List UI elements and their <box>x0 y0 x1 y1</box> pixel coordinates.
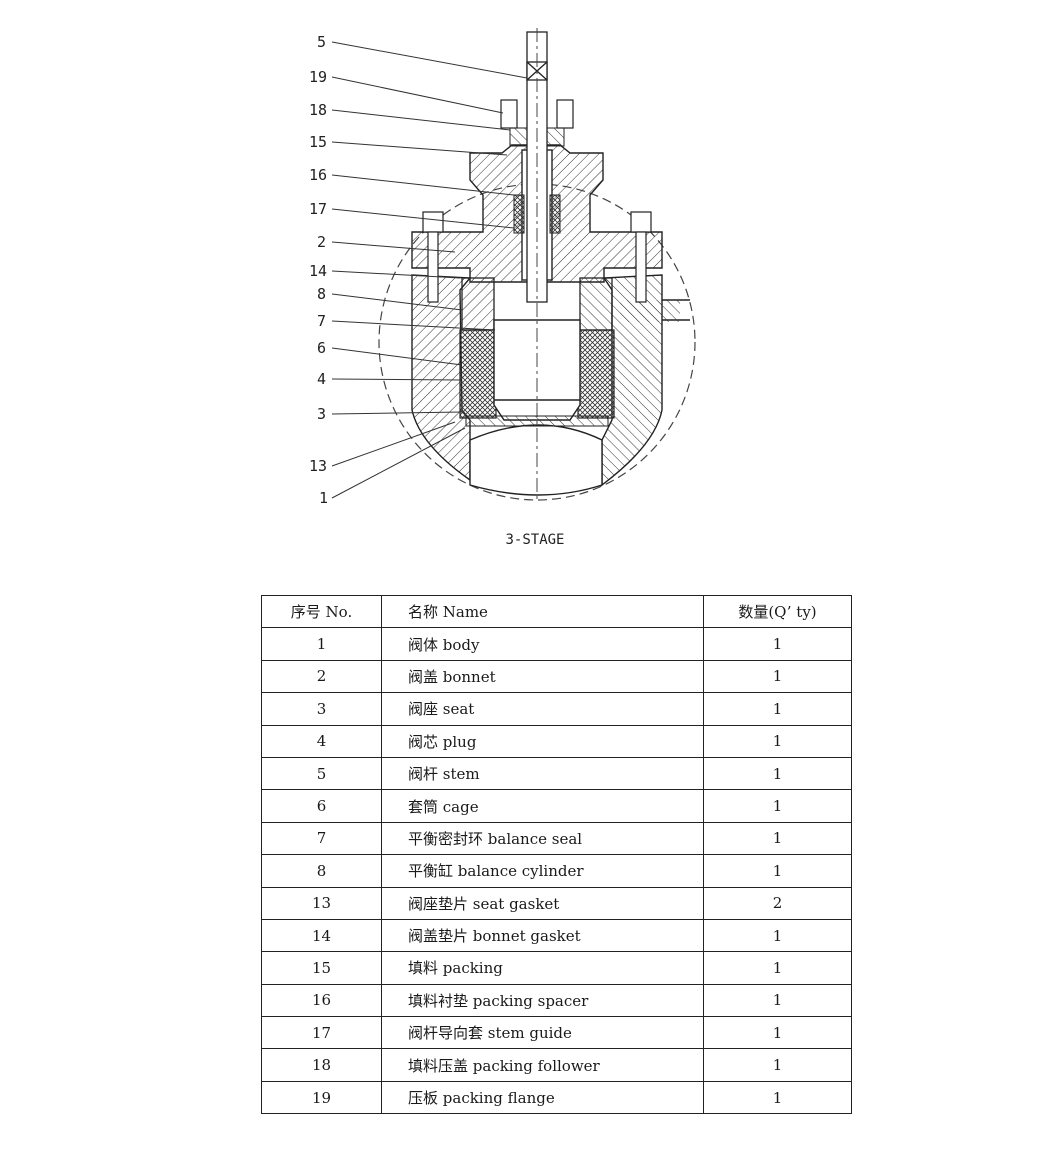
callout-number: 15 <box>309 133 327 151</box>
part-number-cell: 1 <box>261 627 382 661</box>
callout-number: 7 <box>317 312 326 330</box>
callout-number: 4 <box>317 370 326 388</box>
part-number-cell: 13 <box>261 886 382 920</box>
seat <box>465 415 609 427</box>
part-qty-cell: 1 <box>703 627 852 661</box>
callout-number: 17 <box>309 200 327 218</box>
part-name-cell: 阀座 seat <box>381 692 704 726</box>
part-qty-cell: 1 <box>703 918 852 953</box>
callout-number: 16 <box>309 166 327 184</box>
header-no: 序号 No. <box>261 594 382 629</box>
part-number-cell: 3 <box>261 692 382 726</box>
part-qty-cell: 1 <box>703 1080 852 1115</box>
part-number-cell: 5 <box>261 756 382 791</box>
part-qty-cell: 1 <box>703 789 852 823</box>
callout-numbers: 5 19 18 15 16 17 2 14 8 7 6 4 3 13 1 <box>309 33 328 507</box>
part-qty-cell: 1 <box>703 756 852 791</box>
part-qty-cell: 2 <box>703 886 852 920</box>
packing-right <box>549 194 561 234</box>
part-name-cell: 套筒 cage <box>381 789 704 823</box>
part-name-cell: 填料 packing <box>381 951 704 985</box>
callout-number: 14 <box>309 262 327 280</box>
callout-number: 2 <box>317 233 326 251</box>
part-name-cell: 阀杆导向套 stem guide <box>381 1016 704 1050</box>
part-qty-cell: 1 <box>703 1048 852 1082</box>
callout-number: 19 <box>309 68 327 86</box>
part-qty-cell: 1 <box>703 854 852 888</box>
part-name-cell: 阀杆 stem <box>381 756 704 791</box>
part-qty-cell: 1 <box>703 1016 852 1050</box>
packing <box>513 194 525 234</box>
part-number-cell: 14 <box>261 918 382 953</box>
callout-number: 3 <box>317 405 326 423</box>
valve-body <box>411 274 690 496</box>
balance-cylinder <box>461 277 613 331</box>
callout-number: 5 <box>317 33 326 51</box>
part-name-cell: 压板 packing flange <box>381 1080 704 1115</box>
bonnet-studs <box>422 99 652 303</box>
valve-cross-section-drawing: 5 19 18 15 16 17 2 14 8 7 6 4 3 13 1 <box>309 28 696 507</box>
callout-number: 13 <box>309 457 327 475</box>
part-qty-cell: 1 <box>703 692 852 726</box>
part-number-cell: 2 <box>261 659 382 694</box>
part-qty-cell: 1 <box>703 724 852 758</box>
part-number-cell: 18 <box>261 1048 382 1082</box>
part-name-cell: 阀盖垫片 bonnet gasket <box>381 918 704 953</box>
part-name-cell: 阀盖 bonnet <box>381 659 704 694</box>
part-name-cell: 填料衬垫 packing spacer <box>381 983 704 1018</box>
part-name-cell: 阀体 body <box>381 627 704 661</box>
part-number-cell: 17 <box>261 1016 382 1050</box>
part-number-cell: 8 <box>261 854 382 888</box>
leader-lines <box>331 41 528 499</box>
part-number-cell: 7 <box>261 821 382 856</box>
callout-number: 1 <box>319 489 328 507</box>
cage <box>459 329 615 419</box>
part-number-cell: 16 <box>261 983 382 1018</box>
part-number-cell: 6 <box>261 789 382 823</box>
part-qty-cell: 1 <box>703 983 852 1018</box>
callout-number: 8 <box>317 285 326 303</box>
drawing-caption: 3-STAGE <box>505 532 565 548</box>
callout-number: 18 <box>309 101 327 119</box>
part-number-cell: 4 <box>261 724 382 758</box>
part-qty-cell: 1 <box>703 821 852 856</box>
part-qty-cell: 1 <box>703 659 852 694</box>
part-name-cell: 平衡密封环 balance seal <box>381 821 704 856</box>
header-name: 名称 Name <box>381 594 704 629</box>
part-name-cell: 阀座垫片 seat gasket <box>381 886 704 920</box>
header-qty: 数量(Q’ ty) <box>703 594 852 629</box>
part-number-cell: 15 <box>261 951 382 985</box>
part-name-cell: 阀芯 plug <box>381 724 704 758</box>
callout-number: 6 <box>317 339 326 357</box>
table-header-row: 序号 No. 名称 Name 数量(Q’ ty) <box>261 594 852 629</box>
part-number-cell: 19 <box>261 1080 382 1115</box>
part-qty-cell: 1 <box>703 951 852 985</box>
part-name-cell: 平衡缸 balance cylinder <box>381 854 704 888</box>
part-name-cell: 填料压盖 packing follower <box>381 1048 704 1082</box>
